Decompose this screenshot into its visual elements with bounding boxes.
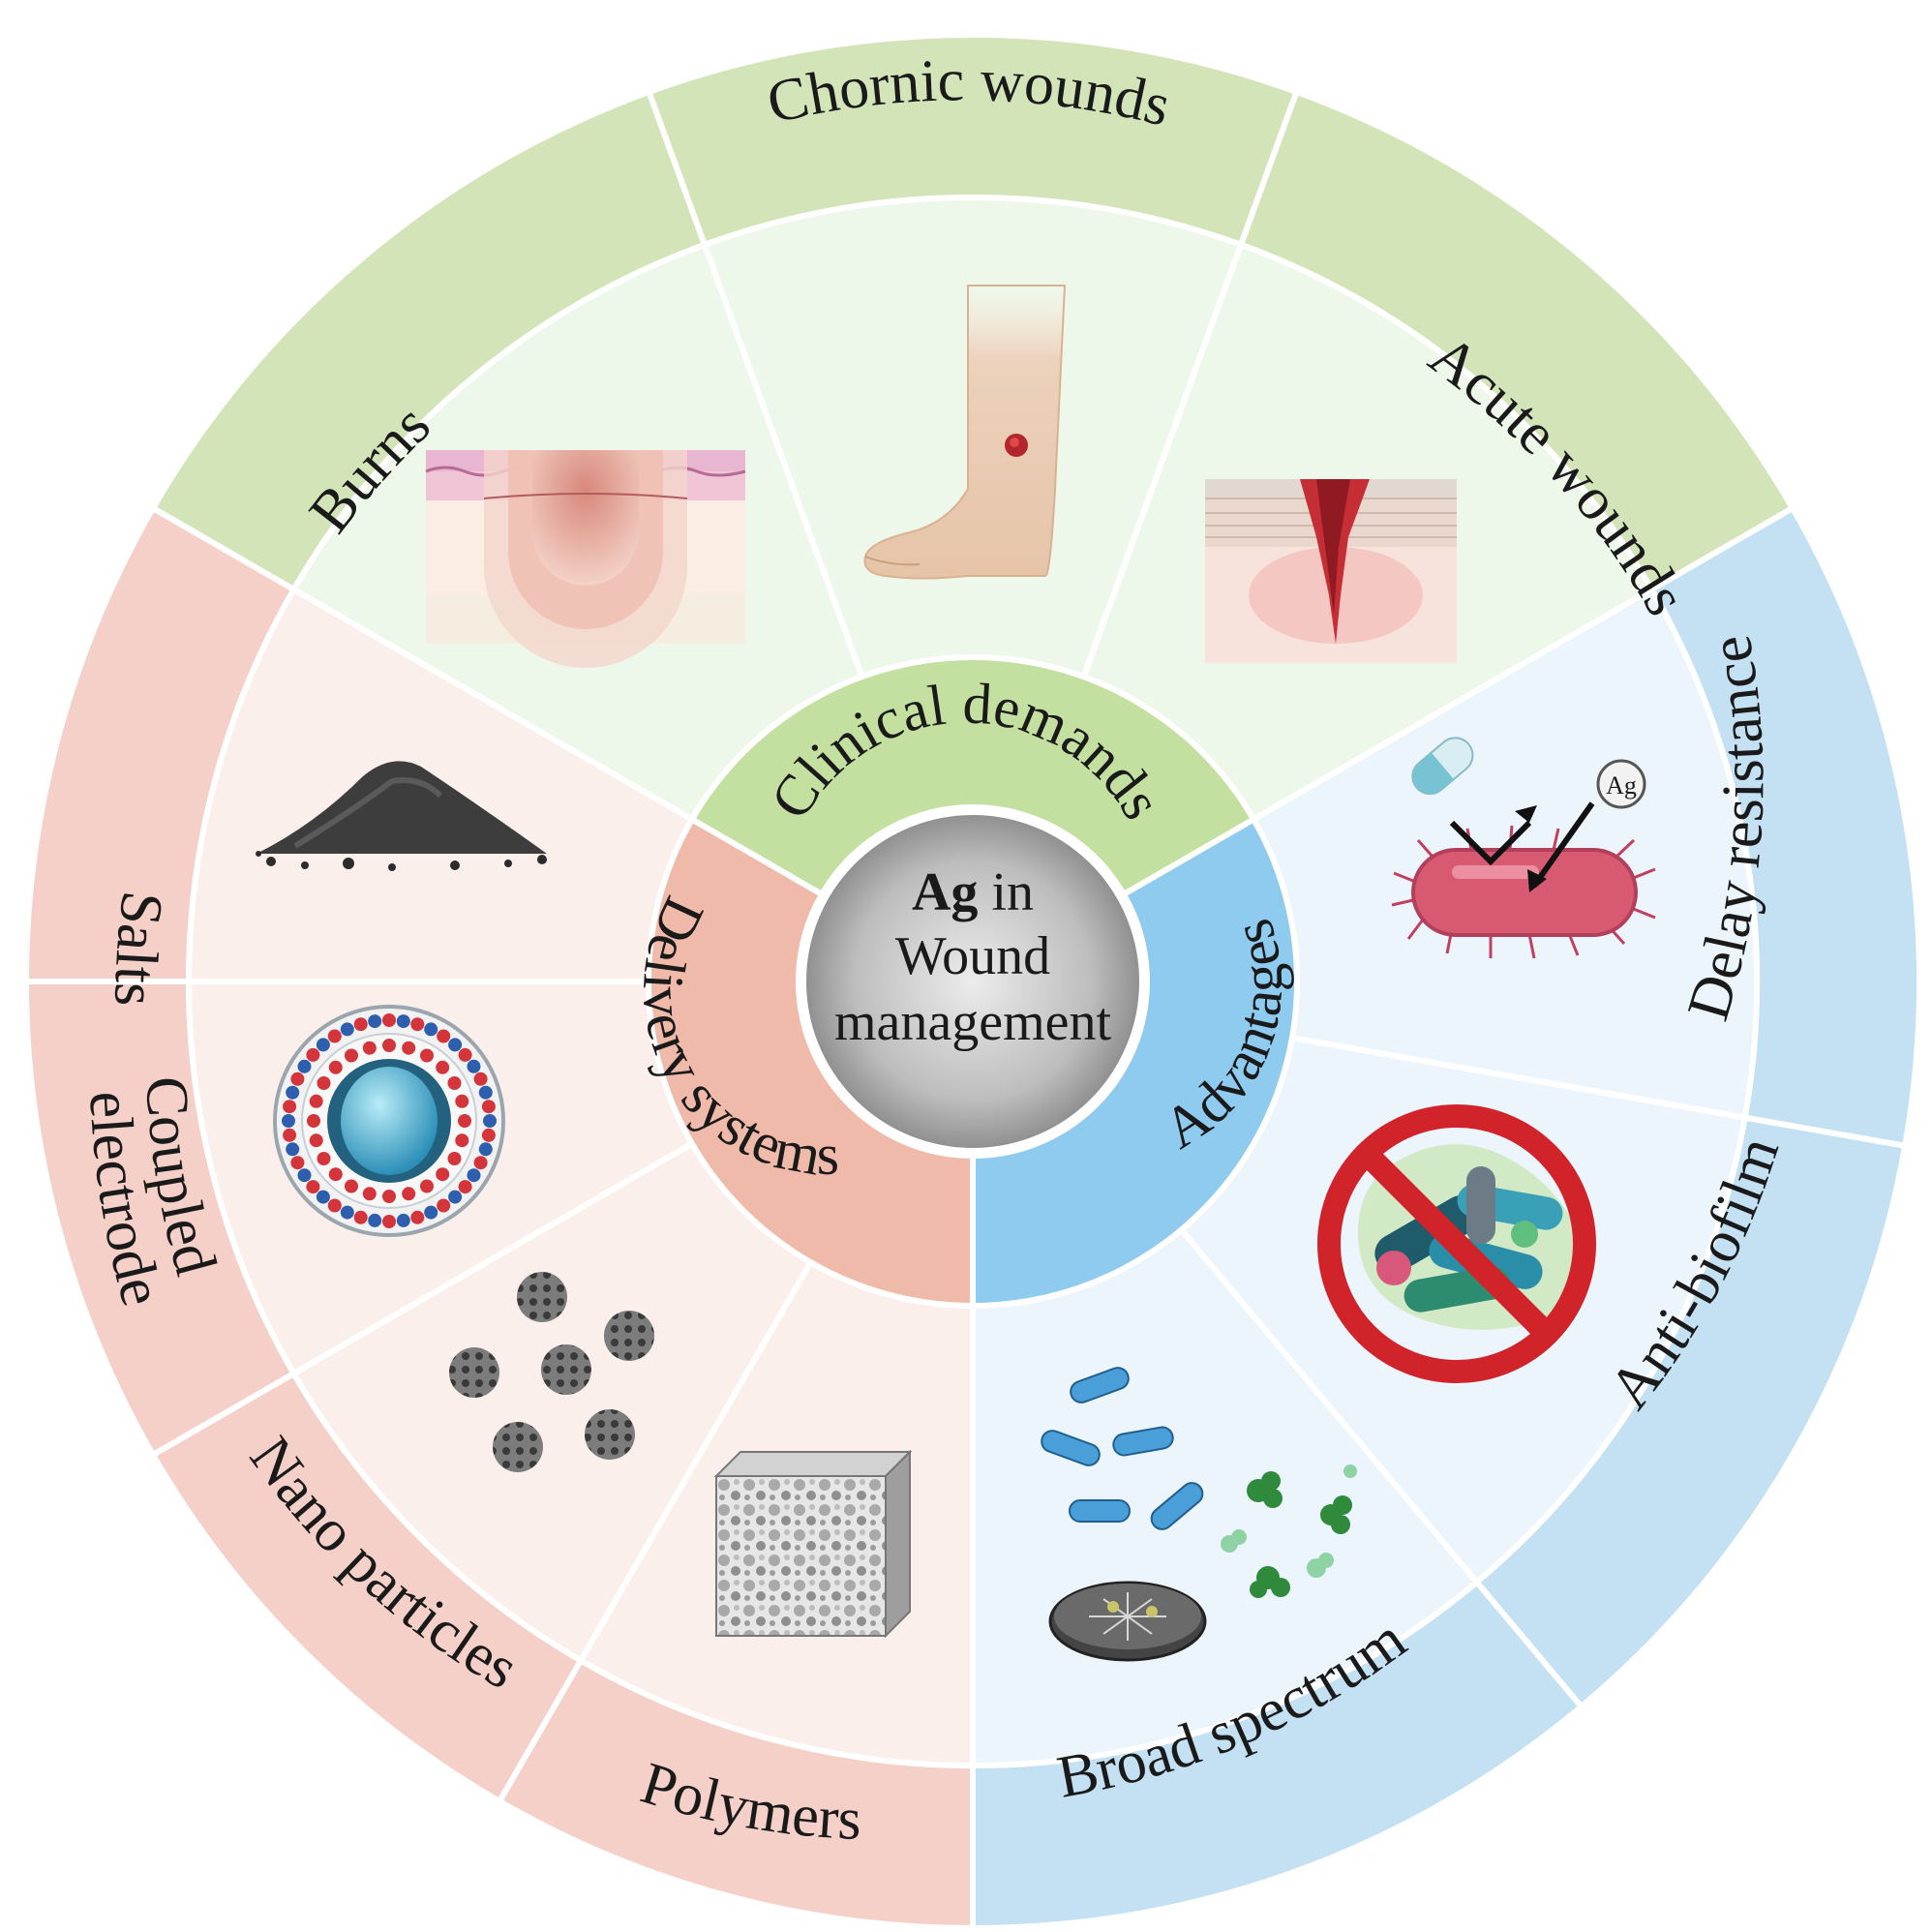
charge-dot (328, 1060, 343, 1074)
powder-pile-icon (256, 761, 547, 871)
charge-dot (396, 1213, 410, 1227)
charge-dot (328, 1167, 343, 1182)
charge-dot (448, 1190, 463, 1204)
center-title-line3: management (834, 992, 1112, 1052)
charge-dot (307, 1114, 320, 1128)
charge-dot (327, 1029, 342, 1043)
charge-dot (382, 1215, 396, 1228)
charge-dot (327, 1198, 342, 1213)
center-title-line2: Wound (895, 926, 1050, 986)
charge-dot (297, 1168, 312, 1183)
charge-dot (478, 1085, 493, 1100)
charge-dot (455, 1094, 469, 1108)
charge-dot (420, 1179, 434, 1193)
charge-dot (345, 1048, 358, 1063)
charge-dot (317, 1076, 331, 1090)
nanoparticles-icon (449, 1272, 654, 1472)
charge-dot (362, 1187, 377, 1201)
electrode-cell-icon (273, 1005, 505, 1237)
charge-dot (340, 1205, 354, 1220)
charge-dot (353, 1210, 368, 1224)
charge-dot (448, 1038, 463, 1052)
charge-dot (309, 1094, 323, 1108)
charge-dot (286, 1085, 300, 1100)
charge-dot (436, 1167, 450, 1182)
charge-dot (458, 1047, 472, 1062)
charge-dot (402, 1187, 416, 1201)
charge-dot (436, 1060, 450, 1074)
charge-dot (467, 1168, 481, 1183)
charge-dot (368, 1213, 382, 1227)
burn-skin-icon (425, 450, 746, 668)
charge-dot (353, 1017, 368, 1032)
electrode-charges (282, 1013, 497, 1228)
charge-dot (282, 1114, 295, 1128)
charge-dot (481, 1100, 496, 1114)
bacterium-ag-icon: Ag (1391, 737, 1656, 959)
charge-dot (437, 1029, 451, 1043)
charge-dot (316, 1190, 330, 1204)
charge-dot (286, 1142, 300, 1157)
ag-ion-label: Ag (1606, 771, 1637, 800)
wheel-background (22, 32, 1922, 1932)
charge-dot (410, 1017, 425, 1032)
skin-cut-icon (1205, 479, 1457, 663)
charge-dot (424, 1022, 438, 1037)
charge-dot (283, 1100, 297, 1114)
charge-dot (317, 1152, 331, 1165)
charge-dot (473, 1072, 488, 1086)
charge-dot (290, 1072, 305, 1086)
charge-dot (420, 1048, 434, 1063)
center-core: Ag in Wound management (799, 807, 1147, 1156)
center-title-line1: Ag in (912, 862, 1034, 922)
charge-dot (290, 1156, 305, 1170)
charge-dot (340, 1022, 354, 1037)
charge-dot (478, 1142, 493, 1157)
charge-dot (382, 1190, 396, 1203)
item-label-salts: Salts (102, 888, 175, 1007)
charge-dot (402, 1041, 416, 1055)
microbes-petri-icon (1041, 1367, 1357, 1662)
charge-dot (481, 1128, 496, 1142)
leg-ulcer-icon (863, 285, 1067, 580)
charge-dot (447, 1076, 462, 1090)
charge-dot (368, 1014, 382, 1029)
charge-dot (424, 1205, 438, 1220)
charge-dot (382, 1013, 396, 1027)
charge-dot (345, 1179, 358, 1193)
charge-dot (483, 1114, 497, 1128)
charge-dot (447, 1152, 462, 1165)
charge-dot (467, 1059, 481, 1073)
charge-dot (306, 1180, 320, 1194)
charge-dot (316, 1038, 330, 1052)
charge-dot (396, 1014, 410, 1029)
charge-dot (283, 1128, 297, 1142)
charge-dot (297, 1059, 312, 1073)
charge-dot (437, 1198, 451, 1213)
charge-dot (473, 1156, 488, 1170)
charge-dot (382, 1039, 396, 1052)
porous-block-icon (713, 1449, 913, 1639)
charge-dot (410, 1210, 425, 1224)
charge-dot (455, 1133, 469, 1148)
charge-dot (458, 1180, 472, 1194)
charge-dot (458, 1114, 471, 1128)
charge-dot (306, 1047, 320, 1062)
charge-dot (362, 1041, 377, 1055)
charge-dot (309, 1133, 323, 1148)
no-biofilm-icon (1317, 1104, 1596, 1383)
